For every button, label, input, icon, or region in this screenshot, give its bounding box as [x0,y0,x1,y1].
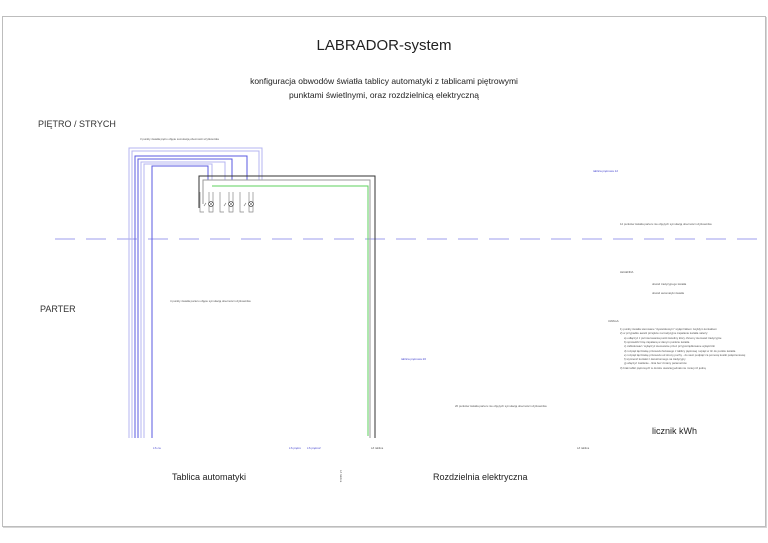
note-item: a) odłączyć z puli sterowania punkt świe… [624,335,722,340]
notes-heading: UWAGA: [608,319,620,323]
switch-icon [239,192,254,213]
floor-label-ground: PARTER [40,304,76,314]
ground-right-caption: 20 punktów światła parteru nie objętych … [455,404,547,408]
automation-panel-label: Tablica automatyki [172,472,247,482]
connector-lz-tablica-left: LZ tablica [371,446,384,450]
upper-left-light-points [199,192,254,213]
note-item: 3) brak tablic piętrowych w domku otwart… [620,365,706,370]
note-item: b) sprawdzić linię zapalaną w danym punk… [624,339,690,344]
diagram-title: LABRADOR-system [316,37,452,54]
switch-icon [199,192,214,213]
legend-item-traditional: obwód tradycyjnego światła [652,282,687,286]
upper-left-caption: 3 punkty światła piętro objęte sumulacją… [140,137,219,141]
note-item: 2) w przypadku awarii przejście na trady… [620,331,708,336]
connector-ls-pietro: LS piętro [289,446,302,450]
note-item: d) rozpiąć łączówkę przewodu fazowego z … [624,348,736,353]
legend-heading: LEGENDA [620,270,634,274]
lamp-cross [209,202,213,206]
floor-label-upper: PIĘTRO / STRYCH [38,119,116,129]
distribution-panel-label: Rozdzielnia elektryczna [433,472,528,482]
lamp-cross [249,202,253,206]
upper-left-automation-wires [128,147,263,438]
floor-panel-upper-label: tablica piętrowa 12 [593,169,619,173]
floor-panel-ground-label: tablica piętrowa 20 [401,357,427,361]
legend-item-automation: obwód automatyki światła [652,291,684,295]
connector-ls-pietro2: LS piętro2 [307,446,321,450]
note-item: f) wymienić kontakt z dwustronnego na tr… [624,357,686,362]
subtitle-line-1: konfiguracja obwodów światła tablicy aut… [250,76,518,86]
switch-icon [219,192,234,213]
lamp-cross [229,202,233,206]
note-item: g) włączyć zasilanie - linia bez zmiany … [624,361,687,366]
upper-left-power-wires [198,175,376,438]
upper-right-caption: 12 punktów światła parteru nie objętych … [620,222,712,226]
note-item: e) rozpiąć łączówkę przewodu od strony p… [624,352,746,357]
note-item: 1) punkty światła sterowane "dywanikowym… [620,327,717,331]
meter-label: licznik kWh [652,426,698,436]
connector-lz-tablica-right: LZ tablica [577,446,590,450]
ground-left-caption: 4 punkty światła parteru objęte symulacj… [170,299,251,303]
subtitle-line-2: punktami świetlnymi, oraz rozdzielnicą e… [289,90,479,100]
connector-lz-tablica-vertical: LZ tablica [339,470,343,483]
connector-ls-ca: LS ca [153,446,161,450]
note-item: c) zablokować / wyłączyć sterowanie prze… [624,344,715,349]
sheet-frame [2,16,766,527]
